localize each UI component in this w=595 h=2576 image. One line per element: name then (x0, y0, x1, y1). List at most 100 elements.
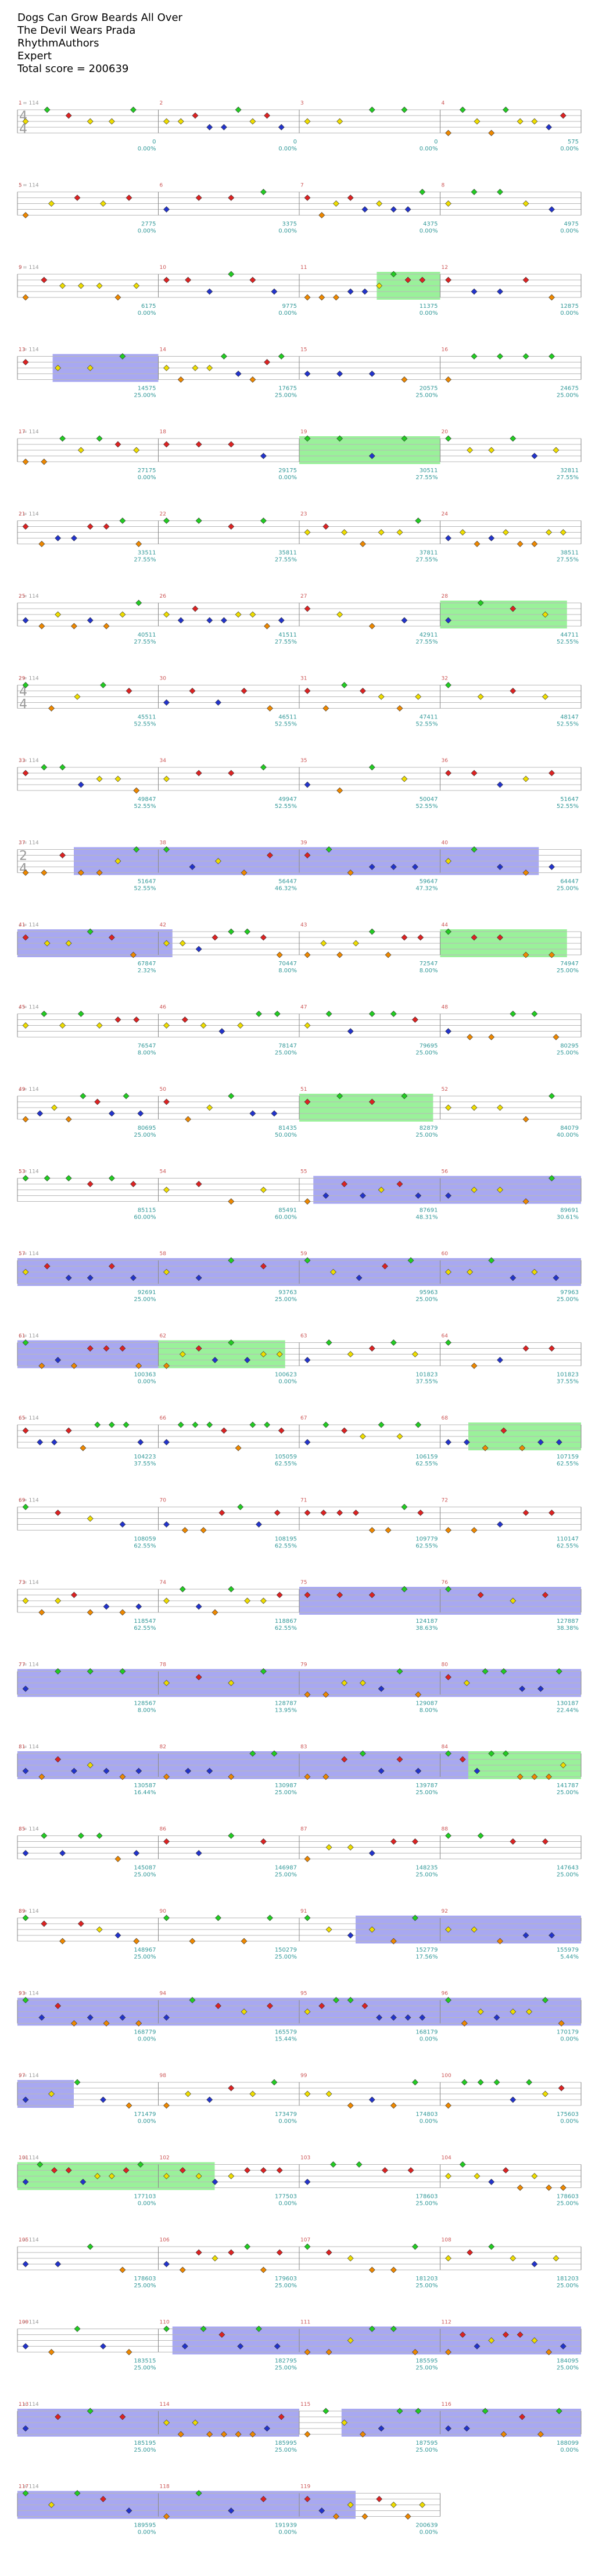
note-gem (71, 535, 77, 541)
note-gem (37, 2161, 44, 2168)
note-gem (401, 617, 408, 624)
note-gem (94, 1098, 101, 1105)
note-gem (87, 2408, 94, 2415)
note-gem (59, 435, 66, 442)
note-gem (228, 928, 235, 935)
note-gem (38, 623, 45, 630)
note-gem (244, 1597, 250, 1604)
note-gem (549, 353, 555, 360)
note-gem (459, 2161, 466, 2168)
note-gem (368, 106, 375, 113)
note-gem (359, 1433, 366, 1440)
tempo-marker: ♩ = 114 (19, 1251, 39, 1257)
note-gem (51, 1439, 58, 1446)
note-gem (276, 2249, 283, 2256)
measure-score: 179603 (275, 2276, 297, 2282)
measure-score: 20575 (420, 386, 438, 392)
note-gem (130, 106, 137, 113)
measure-percent: 15.44% (275, 2036, 297, 2043)
note-gem (382, 2167, 388, 2173)
tempo-marker: ♩ = 114 (19, 2320, 39, 2326)
note-gem (502, 106, 509, 113)
note-gem (390, 271, 397, 278)
note-gem (22, 1269, 29, 1276)
note-gem (22, 1116, 29, 1123)
tempo-marker: ♩ = 114 (19, 840, 39, 846)
measure-score: 30511 (420, 468, 438, 474)
note-gem (59, 1022, 66, 1029)
note-gem (65, 1274, 72, 1281)
note-gem (390, 2266, 397, 2273)
measure-percent: 46.32% (275, 886, 297, 892)
note-gem (415, 1691, 422, 1698)
measure-number: 108 (442, 2237, 451, 2243)
note-gem (228, 1257, 235, 1264)
note-gem (163, 441, 170, 448)
note-gem (22, 212, 29, 218)
note-gem (100, 2096, 106, 2103)
note-gem (264, 112, 270, 119)
note-gem (510, 435, 517, 442)
note-gem (560, 1762, 567, 1769)
note-gem (249, 118, 256, 125)
note-gem (195, 518, 202, 524)
note-gem (264, 359, 270, 365)
measure-number: 9 (19, 265, 22, 271)
measure-percent: 62.55% (134, 1543, 156, 1550)
measure-score: 74947 (560, 961, 579, 967)
measure-score: 85115 (138, 1208, 156, 1214)
note-gem (474, 118, 481, 125)
note-gem (256, 1011, 262, 1017)
note-gem (347, 1997, 354, 2003)
note-gem (419, 2014, 426, 2021)
note-gem (163, 2173, 170, 2179)
note-gem (206, 365, 213, 371)
measure-percent: 25.00% (134, 1132, 156, 1138)
note-gem (359, 1680, 366, 1686)
note-gem (368, 764, 375, 771)
measure-score: 155979 (557, 1947, 579, 1953)
note-gem (264, 1421, 270, 1428)
note-gem (378, 1187, 385, 1193)
measure-percent: 25.00% (557, 1790, 579, 1796)
measure-number: 96 (442, 1991, 449, 1997)
note-gem (55, 365, 62, 371)
measure-number: 112 (442, 2320, 451, 2326)
measure-score: 67847 (138, 961, 156, 967)
note-gem (41, 276, 48, 283)
note-gem (497, 781, 503, 788)
note-gem (206, 1104, 213, 1111)
note-gem (411, 1914, 418, 1921)
note-gem (322, 1773, 329, 1780)
note-gem (531, 1011, 538, 1017)
measure-number: 36 (442, 758, 449, 764)
note-gem (497, 1521, 503, 1528)
measure-percent: 25.00% (557, 2201, 579, 2207)
note-gem (396, 1668, 403, 1675)
note-gem (206, 617, 213, 624)
note-gem (347, 1351, 354, 1357)
note-gem (522, 1932, 529, 1939)
note-gem (488, 2179, 495, 2185)
note-gem (48, 705, 55, 712)
note-gem (361, 2003, 368, 2009)
note-gem (322, 1192, 329, 1199)
note-gem (185, 1767, 192, 1774)
measure-number: 23 (300, 512, 307, 518)
note-gem (126, 2349, 132, 2355)
note-gem (55, 1668, 62, 1675)
note-gem (133, 1016, 140, 1023)
measure-score: 2775 (141, 221, 156, 228)
note-gem (502, 2331, 509, 2338)
note-gem (65, 1175, 72, 1181)
measure-score: 35811 (278, 550, 297, 556)
note-gem (130, 1274, 137, 1281)
note-gem (445, 435, 451, 442)
note-gem (163, 2261, 170, 2268)
note-gem (445, 682, 451, 688)
note-gem (163, 2513, 170, 2520)
note-gem (228, 1680, 235, 1686)
note-gem (87, 118, 94, 125)
tempo-marker: ♩ = 114 (19, 347, 39, 353)
measure-score: 70447 (278, 961, 297, 967)
